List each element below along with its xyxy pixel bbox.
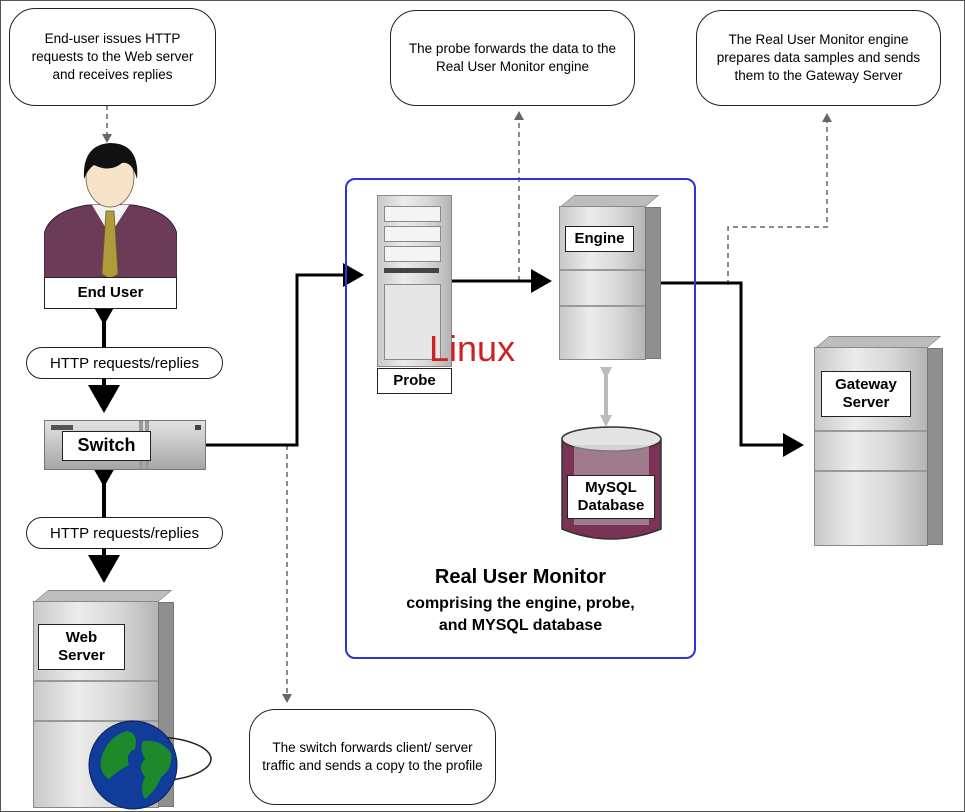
switch-label: Switch <box>62 431 151 461</box>
engine-callout-connector <box>727 113 832 285</box>
probe-floppy <box>384 268 439 273</box>
end-user-figure <box>44 143 177 279</box>
web-server-label-line1: Web <box>65 629 98 646</box>
http-upper-label: HTTP requests/replies <box>26 347 223 379</box>
gateway-label-line1: Gateway <box>835 376 897 393</box>
engine-label: Engine <box>565 226 634 252</box>
web-server-label: Web Server <box>38 624 125 670</box>
engine-callout: The Real User Monitor engine prepares da… <box>696 10 941 106</box>
engine-bay <box>560 269 645 271</box>
rum-subtitle-line1: comprising the engine, probe, <box>406 595 635 612</box>
end-user-label: End User <box>44 277 177 309</box>
database-label-line2: Database <box>577 497 645 514</box>
switch-callout: The switch forwards client/ server traff… <box>249 709 496 805</box>
platform-label: Linux <box>429 328 516 369</box>
switch-probe-link <box>206 263 364 447</box>
database-label-line1: MySQL <box>585 479 637 496</box>
probe-drive-bay <box>384 246 441 262</box>
real-user-monitor-title: Real User Monitor <box>434 566 607 588</box>
gateway-side <box>927 348 943 545</box>
person-hair <box>83 143 138 179</box>
engine-roof <box>560 195 660 207</box>
database-label: MySQL Database <box>567 475 655 519</box>
end-user-callout: End-user issues HTTP requests to the Web… <box>9 8 216 106</box>
gateway-bay <box>815 470 927 472</box>
probe-lower-panel <box>384 284 441 360</box>
gateway-server-label: Gateway Server <box>821 371 911 417</box>
probe-drive-bay <box>384 206 441 222</box>
web-server-bay <box>34 720 158 722</box>
probe-tower <box>377 195 452 367</box>
switch-indicator <box>195 425 201 430</box>
web-server-roof <box>34 590 173 602</box>
real-user-monitor-frame <box>345 178 696 659</box>
probe-drive-bay <box>384 226 441 242</box>
tie-icon <box>101 210 119 279</box>
probe-callout: The probe forwards the data to the Real … <box>390 10 635 106</box>
web-server-label-line2: Server <box>58 647 105 664</box>
engine-gateway-link <box>661 281 804 457</box>
gateway-roof <box>815 336 942 348</box>
http-lower-label: HTTP requests/replies <box>26 517 223 549</box>
web-server-bay <box>34 680 158 682</box>
engine-side <box>645 207 661 359</box>
engine-bay <box>560 305 645 307</box>
rum-subtitle-line2: and MYSQL database <box>438 616 603 634</box>
switch-led-strip <box>51 425 73 430</box>
probe-label: Probe <box>377 368 452 394</box>
gateway-bay <box>815 430 927 432</box>
globe-icon <box>88 720 212 810</box>
real-user-monitor-subtitle: comprising the engine, probe, and MYSQL … <box>345 593 696 636</box>
gateway-label-line2: Server <box>842 394 890 411</box>
